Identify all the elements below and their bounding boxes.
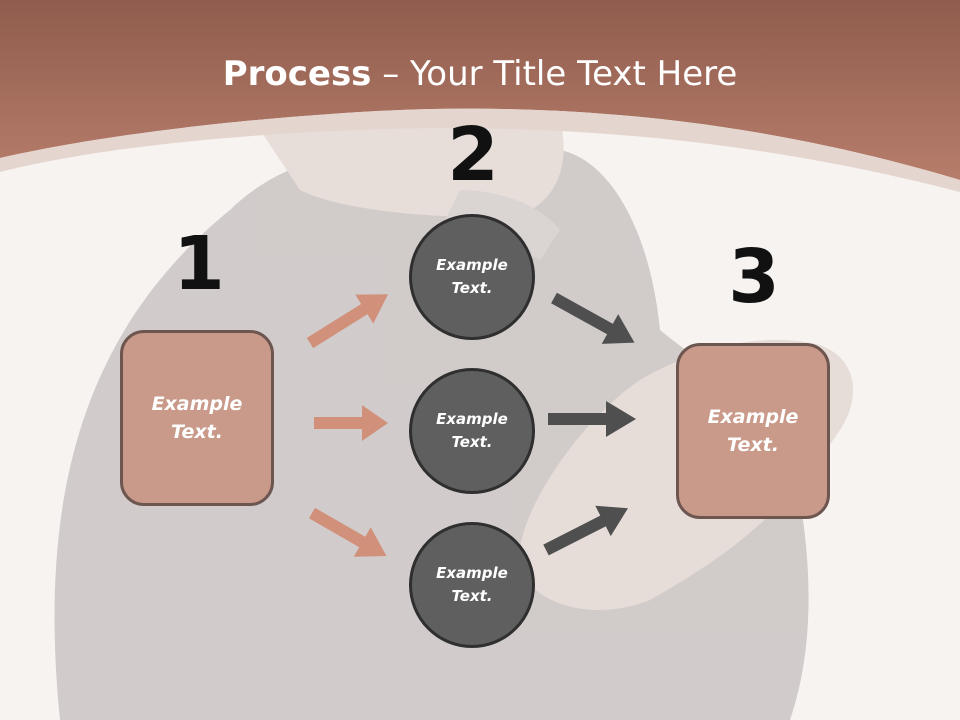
slide-title: Process – Your Title Text Here: [0, 52, 960, 96]
title-bold: Process: [222, 54, 372, 94]
step-2-circle-middle: Example Text.: [409, 368, 535, 494]
step-number-1: 1: [173, 221, 225, 307]
step-3-box: Example Text.: [676, 343, 830, 519]
step-2-circle-bottom: Example Text.: [409, 522, 535, 648]
title-rest: – Your Title Text Here: [371, 54, 738, 94]
step-number-3: 3: [728, 234, 780, 320]
step-1-box: Example Text.: [120, 330, 274, 506]
step-2-circle-top: Example Text.: [409, 214, 535, 340]
header-band: [0, 0, 960, 180]
header-swoosh: [0, 108, 960, 192]
step-number-2: 2: [447, 112, 499, 198]
